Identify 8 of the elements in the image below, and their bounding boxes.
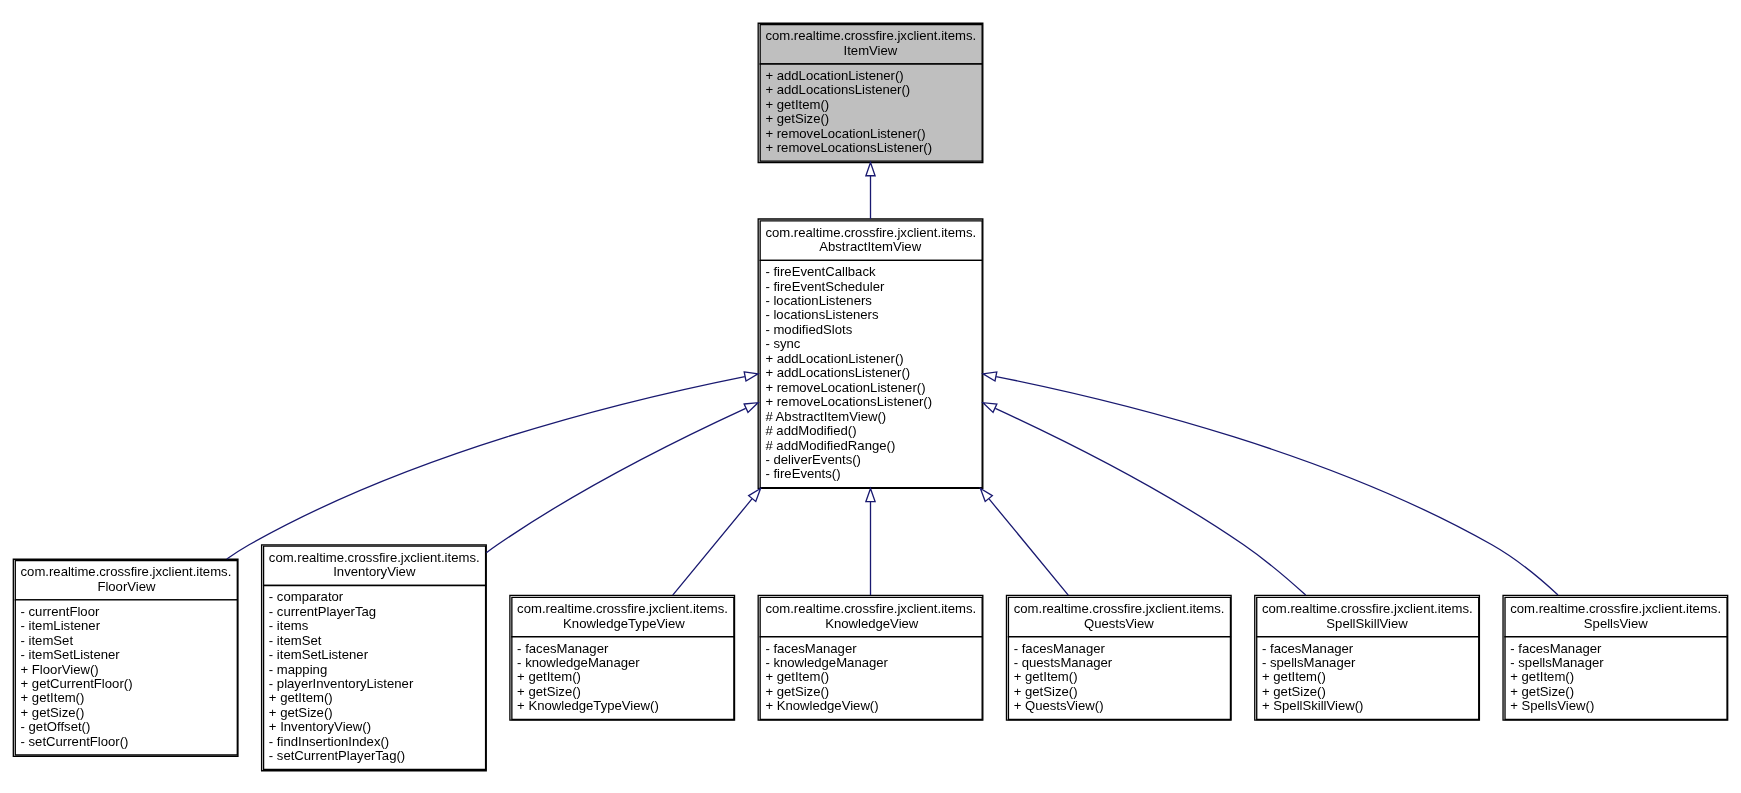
arrow [226, 370, 760, 560]
arrow [672, 486, 762, 596]
arrow [864, 160, 877, 219]
arrow [979, 486, 1069, 596]
arrow [864, 485, 877, 596]
arrow [485, 401, 760, 553]
arrow [981, 401, 1307, 596]
arrow [981, 370, 1559, 596]
